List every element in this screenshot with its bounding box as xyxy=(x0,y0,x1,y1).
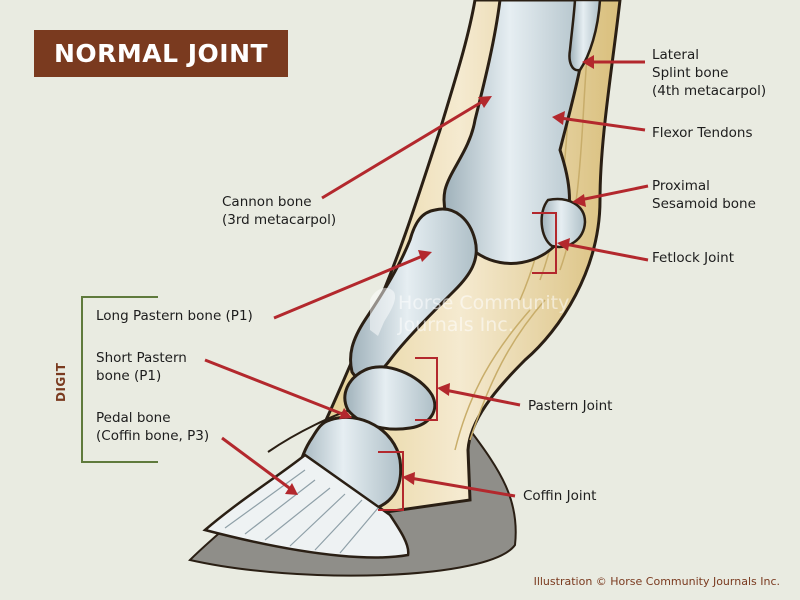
label-cannon-bone: Cannon bone (3rd metacarpol) xyxy=(222,194,337,228)
digit-group-label: DIGIT xyxy=(54,362,68,402)
leader-lines xyxy=(204,60,649,498)
arrowheads xyxy=(285,55,594,495)
page-title: NORMAL JOINT xyxy=(34,30,288,77)
arrow-short-pastern xyxy=(339,408,352,419)
digit-bracket xyxy=(81,296,158,463)
leader-short-pastern xyxy=(204,358,346,417)
leader-cannon xyxy=(321,98,486,200)
leader-fetlock xyxy=(564,242,649,262)
arrow-splint xyxy=(582,55,594,69)
leader-coffin-joint xyxy=(409,476,516,498)
label-fetlock-joint: Fetlock Joint xyxy=(652,250,735,266)
label-flexor-tendons: Flexor Tendons xyxy=(652,125,753,141)
watermark-text: Horse Community Journals Inc. xyxy=(398,292,570,336)
arrow-flexor xyxy=(552,111,565,125)
label-pastern-joint: Pastern Joint xyxy=(528,398,613,414)
label-coffin-joint: Coffin Joint xyxy=(523,488,597,504)
arrow-sesamoid xyxy=(572,194,586,207)
label-proximal-sesamoid: Proximal Sesamoid bone xyxy=(652,178,756,212)
arrow-cannon xyxy=(478,96,492,108)
short-pastern-bone xyxy=(343,365,437,431)
sesamoid-bone xyxy=(540,197,587,249)
pastern-bracket xyxy=(415,357,438,421)
splint-bone xyxy=(568,0,602,72)
leader-flexor xyxy=(559,116,646,132)
arrow-pastern-joint xyxy=(437,383,450,396)
leader-pastern-joint xyxy=(444,388,521,407)
label-lateral-splint: Lateral Splint bone (4th metacarpol) xyxy=(652,47,767,99)
hoof-striations xyxy=(224,469,379,554)
leader-long-pastern xyxy=(273,253,426,320)
arrow-coffin-joint xyxy=(402,472,415,485)
arrow-pedal xyxy=(285,483,298,495)
arrow-long-pastern xyxy=(418,250,432,262)
fetlock-bracket xyxy=(532,212,557,274)
watermark-horse-icon xyxy=(370,287,396,336)
leader-sesamoid xyxy=(579,184,649,202)
arrow-fetlock xyxy=(557,238,570,251)
coffin-bracket xyxy=(378,451,404,511)
cannon-bone xyxy=(442,0,592,265)
label-short-pastern: Short Pastern bone (P1) xyxy=(96,350,187,384)
leader-pedal xyxy=(221,436,293,492)
label-pedal-bone: Pedal bone (Coffin bone, P3) xyxy=(96,410,210,444)
illustration-credit: Illustration © Horse Community Journals … xyxy=(533,575,780,588)
label-long-pastern: Long Pastern bone (P1) xyxy=(96,308,253,324)
